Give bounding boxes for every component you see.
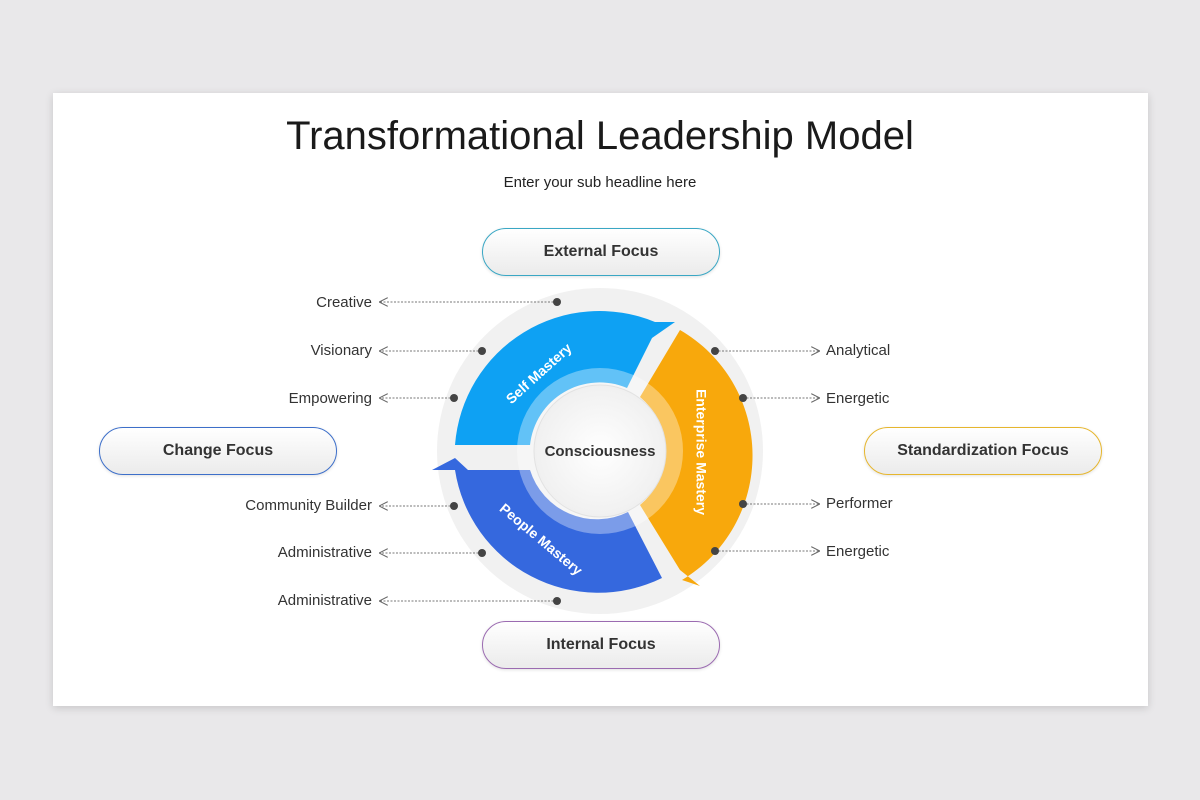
- connector-dot: [711, 547, 719, 555]
- trait-left-1: Creative: [316, 294, 372, 311]
- trait-left-6: Administrative: [277, 592, 372, 609]
- right-connectors: [711, 347, 819, 555]
- internal-focus-pill: Internal Focus: [482, 621, 720, 669]
- change-focus-pill: Change Focus: [99, 427, 337, 475]
- connector-dot: [478, 347, 486, 355]
- trait-right-1: Analytical: [826, 342, 891, 359]
- connector-dot: [739, 500, 747, 508]
- standardization-focus-pill: Standardization Focus: [864, 427, 1102, 475]
- trait-left-4: Community Builder: [245, 497, 372, 514]
- connector-dot: [711, 347, 719, 355]
- connector-dot: [553, 298, 561, 306]
- center-label: Consciousness: [545, 443, 656, 460]
- self-mastery-segment: [455, 310, 675, 445]
- external-focus-pill: External Focus: [482, 228, 720, 276]
- center-circle: [533, 384, 667, 518]
- trait-right-2: Energetic: [826, 390, 890, 407]
- connector-dot: [478, 549, 486, 557]
- page-title: Transformational Leadership Model: [286, 114, 914, 158]
- page-subtitle: Enter your sub headline here: [503, 174, 697, 191]
- connector-dot: [450, 502, 458, 510]
- people-mastery-segment: [432, 458, 662, 593]
- trait-left-3: Empowering: [288, 390, 372, 407]
- trait-right-3: Performer: [826, 495, 893, 512]
- trait-left-5: Administrative: [277, 544, 372, 561]
- left-connectors: [380, 298, 561, 605]
- connector-dot: [553, 597, 561, 605]
- trait-left-2: Visionary: [310, 342, 372, 359]
- enterprise-mastery-label: Enterprise Mastery: [693, 389, 709, 515]
- trait-right-4: Energetic: [826, 543, 890, 560]
- connector-dot: [450, 394, 458, 402]
- enterprise-mastery-segment: [640, 330, 753, 586]
- connector-dot: [739, 394, 747, 402]
